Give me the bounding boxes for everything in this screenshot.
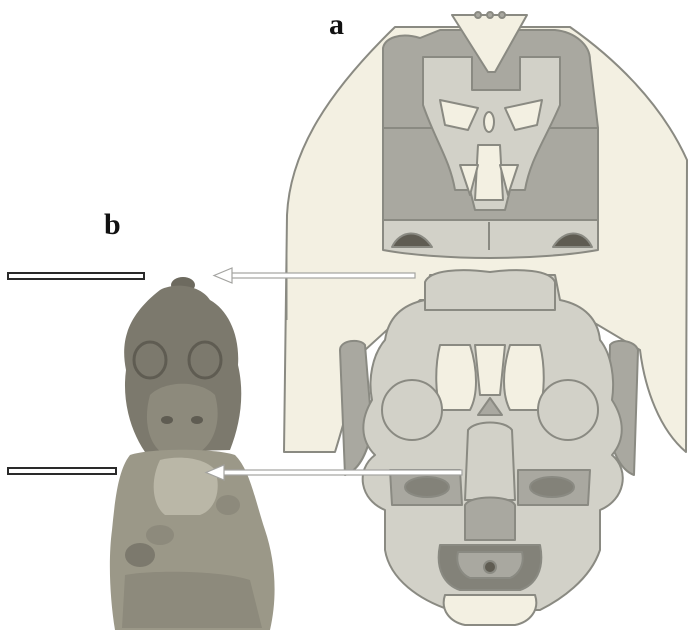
eye-left	[405, 477, 449, 497]
mask-nose-ornament	[465, 498, 515, 541]
crest-bead	[487, 12, 493, 18]
level-marker-lower	[8, 468, 116, 474]
cheek-circle-right	[538, 380, 598, 440]
crest-bead	[475, 12, 481, 18]
arrow-shaft	[230, 273, 415, 278]
figurine-eye-right	[191, 416, 203, 424]
figurine-face	[147, 384, 218, 455]
headdress-nose-ring	[484, 112, 494, 132]
mask-nose	[465, 423, 515, 501]
figurine-hand-left	[146, 525, 174, 545]
level-marker-upper	[8, 273, 144, 279]
panel-label-b: b	[104, 210, 121, 240]
eye-right	[530, 477, 574, 497]
goggle-left	[436, 345, 476, 410]
figurine-hand-right	[216, 495, 240, 515]
arrow-head	[214, 268, 232, 283]
goggle-right	[504, 345, 544, 410]
mask-brow-tablet	[425, 270, 555, 310]
level-markers	[8, 273, 144, 474]
figurine-knee-left	[125, 543, 155, 567]
mask-nose-bridge	[475, 345, 505, 395]
figurine-eye-left	[161, 416, 173, 424]
panel-label-a: a	[329, 10, 344, 40]
arrow-shaft	[222, 470, 462, 475]
figurine-legs	[122, 572, 262, 628]
figurine-chest	[154, 458, 218, 515]
headdress-mouth	[475, 145, 503, 200]
cheek-circle-left	[382, 380, 442, 440]
mask-mouth-dot	[484, 561, 496, 573]
mask-chin	[444, 595, 537, 625]
figurine-photo	[110, 277, 275, 630]
crest-bead	[499, 12, 505, 18]
